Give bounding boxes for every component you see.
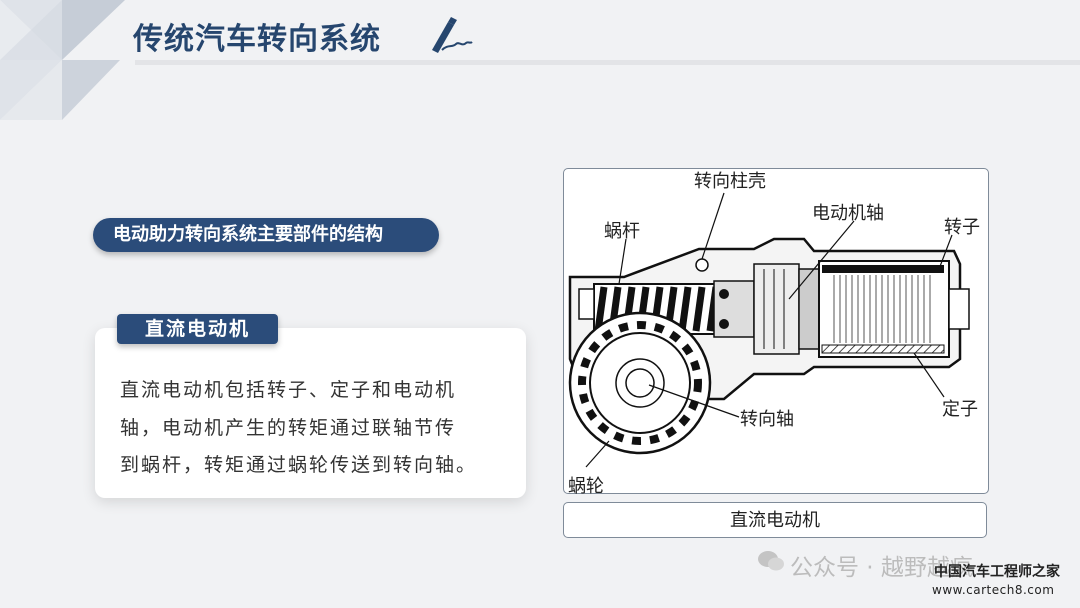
wechat-icon — [758, 551, 784, 571]
card-body-line: 直流电动机包括转子、定子和电动机 — [120, 379, 457, 401]
site-url-watermark: www.cartech8.com — [932, 583, 1055, 597]
label-worm-wheel: 蜗轮 — [568, 476, 604, 497]
dc-motor-cutaway-illustration — [568, 192, 970, 468]
label-stator: 定子 — [942, 399, 978, 420]
page-title: 传统汽车转向系统 — [133, 22, 381, 57]
section-heading-pill: 电动助力转向系统主要部件的结构 — [93, 218, 439, 252]
diagram-caption: 直流电动机 — [730, 510, 820, 531]
label-steering-shaft: 转向轴 — [740, 409, 794, 430]
corner-decoration — [0, 0, 125, 120]
label-worm: 蜗杆 — [604, 221, 640, 242]
watermark-account: 公众号 · 越野越疯 — [790, 555, 973, 581]
card-body-line: 到蜗杆，转矩通过蜗轮传送到转向轴。 — [120, 454, 478, 476]
motor-diagram-frame: 转向柱壳 蜗杆 电动机轴 转子 定子 转向轴 蜗轮 — [563, 168, 989, 497]
label-motor-shaft: 电动机轴 — [812, 203, 884, 224]
diagram-caption-box: 直流电动机 — [563, 502, 987, 538]
card-heading-tab: 直流电动机 — [117, 314, 278, 344]
label-rotor: 转子 — [944, 217, 980, 238]
description-card — [95, 328, 526, 498]
card-body-line: 轴，电动机产生的转矩通过联轴节传 — [120, 416, 457, 439]
site-name-watermark: 中国汽车工程师之家 — [934, 564, 1060, 580]
title-divider — [135, 60, 1080, 65]
pen-signature-icon — [432, 17, 473, 53]
card-body-text: 直流电动机包括转子、定子和电动机 轴，电动机产生的转矩通过联轴节传 到蜗杆，转矩… — [120, 372, 510, 485]
label-steering-column-housing: 转向柱壳 — [694, 171, 766, 192]
